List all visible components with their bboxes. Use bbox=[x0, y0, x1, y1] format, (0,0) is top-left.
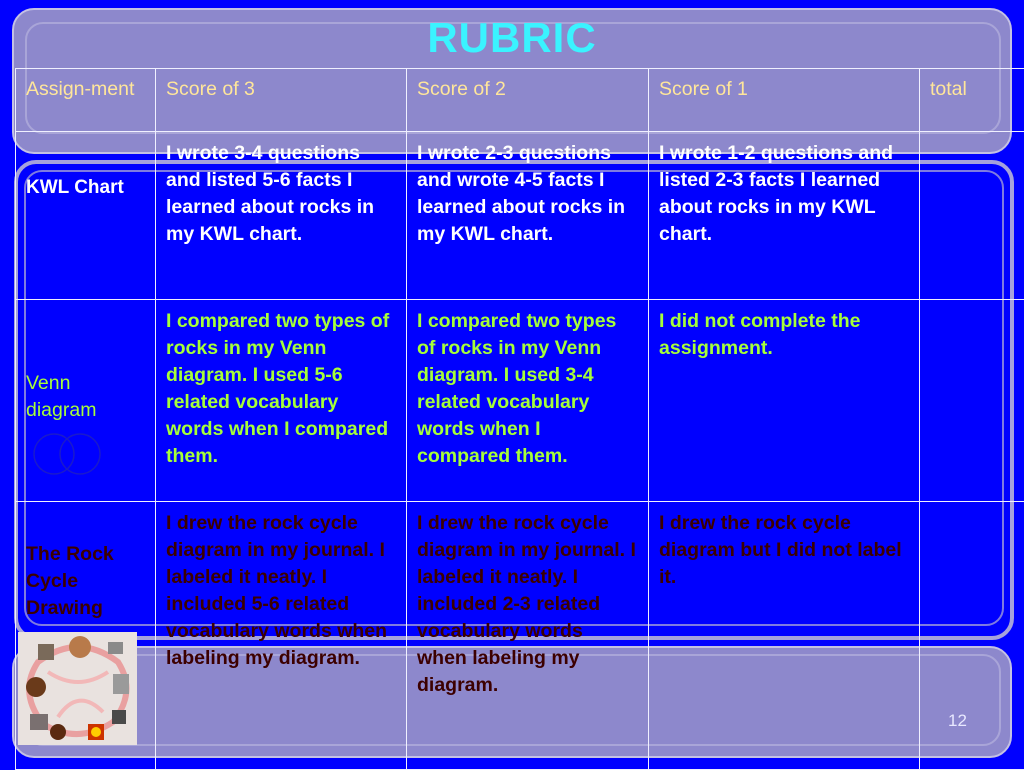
slide-number: 12 bbox=[948, 711, 967, 731]
table-row: Venn diagram I compared two types of roc… bbox=[16, 300, 1024, 502]
header-score-1: Score of 1 bbox=[649, 69, 920, 132]
header-score-3: Score of 3 bbox=[156, 69, 407, 132]
assignment-label: The Rock Cycle Drawing bbox=[26, 543, 114, 619]
score-1-cell: I wrote 1-2 questions and listed 2-3 fac… bbox=[649, 132, 920, 300]
rubric-table: Assign-ment Score of 3 Score of 2 Score … bbox=[15, 68, 1024, 770]
score-2-cell: I compared two types of rocks in my Venn… bbox=[407, 300, 649, 502]
score-2-cell: I drew the rock cycle diagram in my jour… bbox=[407, 502, 649, 770]
score-1-cell: I drew the rock cycle diagram but I did … bbox=[649, 502, 920, 770]
table-header-row: Assign-ment Score of 3 Score of 2 Score … bbox=[16, 69, 1024, 132]
slide-title: RUBRIC bbox=[0, 14, 1024, 62]
assignment-cell: The Rock Cycle Drawing bbox=[16, 502, 156, 770]
header-total: total bbox=[920, 69, 1024, 132]
total-cell bbox=[920, 502, 1024, 770]
total-cell bbox=[920, 132, 1024, 300]
assignment-cell: KWL Chart bbox=[16, 132, 156, 300]
header-assignment: Assign-ment bbox=[16, 69, 156, 132]
score-3-cell: I drew the rock cycle diagram in my jour… bbox=[156, 502, 407, 770]
table-row: KWL Chart I wrote 3-4 questions and list… bbox=[16, 132, 1024, 300]
total-cell bbox=[920, 300, 1024, 502]
venn-diagram-icon bbox=[26, 432, 110, 476]
score-2-cell: I wrote 2-3 questions and wrote 4-5 fact… bbox=[407, 132, 649, 300]
score-1-cell: I did not complete the assignment. bbox=[649, 300, 920, 502]
header-score-2: Score of 2 bbox=[407, 69, 649, 132]
score-3-cell: I wrote 3-4 questions and listed 5-6 fac… bbox=[156, 132, 407, 300]
assignment-label: Venn diagram bbox=[26, 372, 96, 421]
table-row: The Rock Cycle Drawing I drew the rock c… bbox=[16, 502, 1024, 770]
score-3-cell: I compared two types of rocks in my Venn… bbox=[156, 300, 407, 502]
rock-cycle-image bbox=[18, 632, 137, 745]
assignment-cell: Venn diagram bbox=[16, 300, 156, 502]
